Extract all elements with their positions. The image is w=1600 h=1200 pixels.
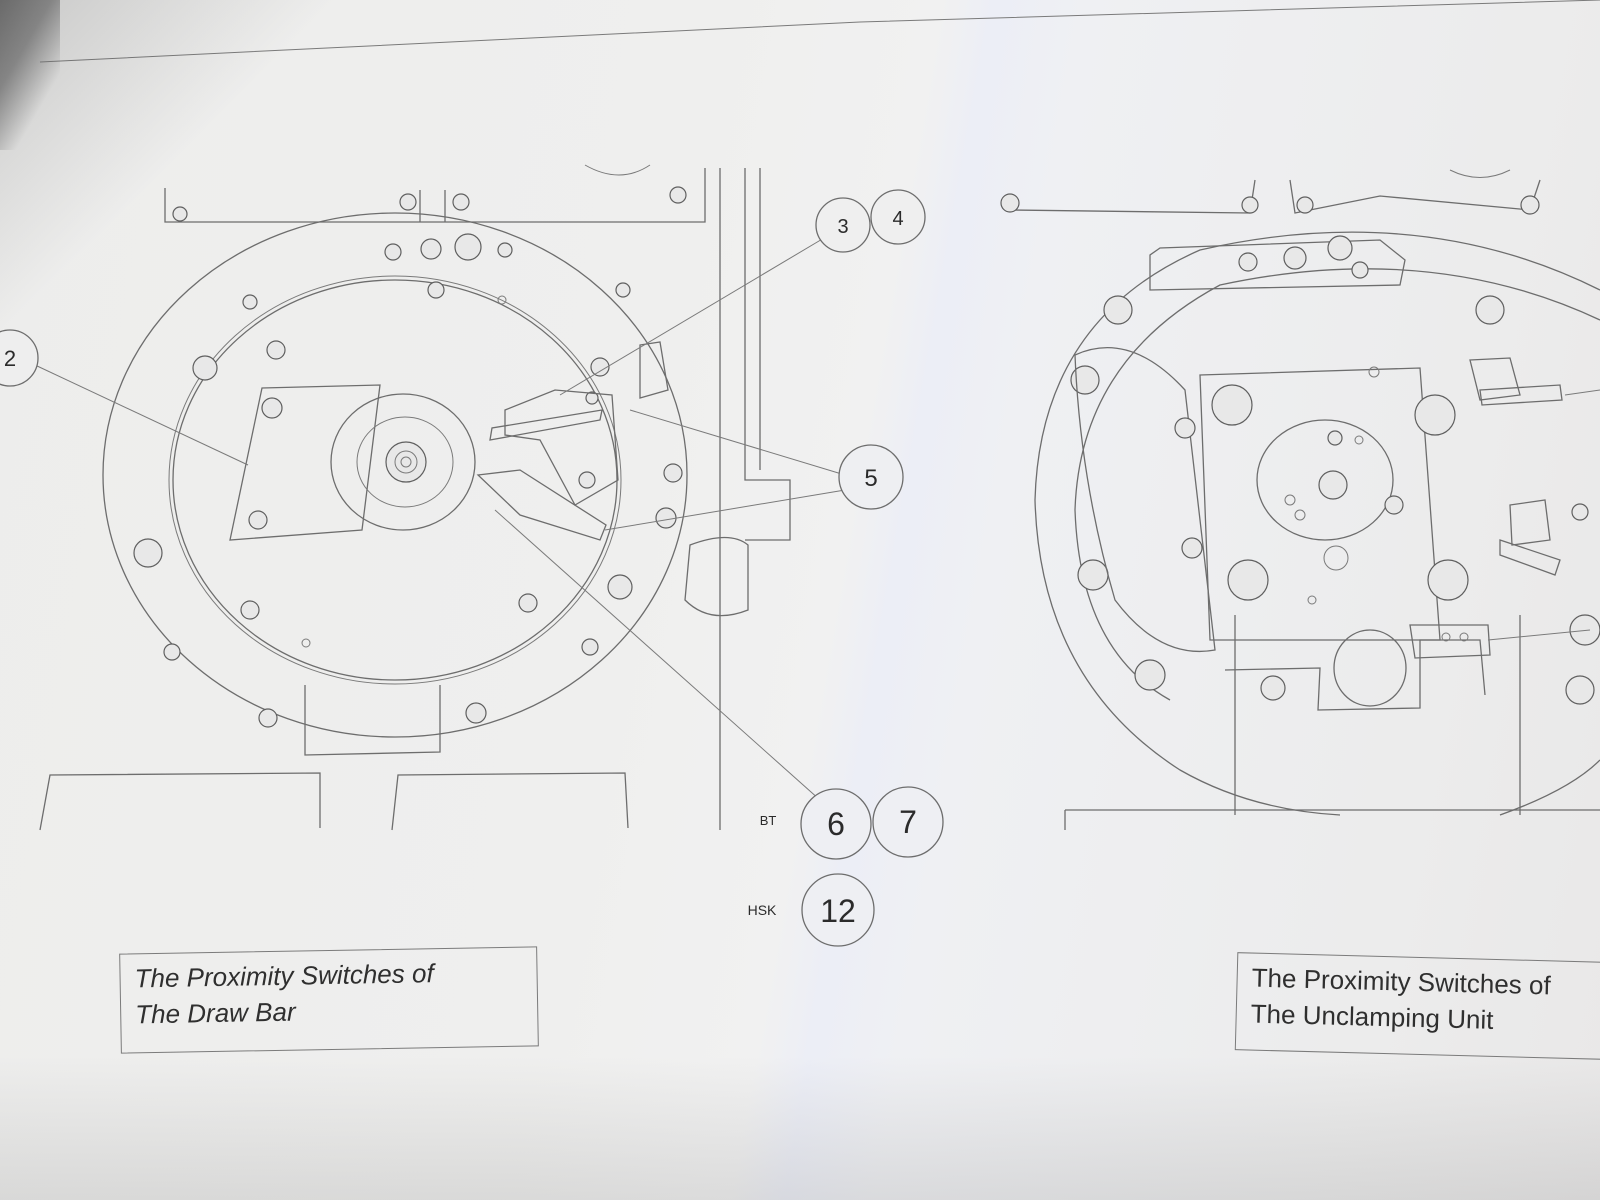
sensor-right-lower xyxy=(1509,499,1551,546)
plate-bolt xyxy=(399,193,417,211)
lower-block-right xyxy=(391,772,629,831)
hub-nut xyxy=(385,441,427,483)
caption-unclamping-unit: The Proximity Switches of The Unclamping… xyxy=(1234,952,1600,1060)
plate-bolt xyxy=(172,206,188,222)
leader-3 xyxy=(559,237,825,396)
switch-cap xyxy=(639,341,669,399)
lower-bore xyxy=(1333,629,1407,707)
callout-circle-7 xyxy=(872,786,944,858)
callout-circle-5 xyxy=(838,444,904,510)
outer-ring xyxy=(102,212,688,738)
callout-5: 5 xyxy=(864,465,877,492)
left-drawing-draw-bar xyxy=(39,164,791,831)
label-hsk: HSK xyxy=(748,902,777,918)
leader-5a xyxy=(629,409,846,476)
top-bracket xyxy=(1149,239,1406,291)
column xyxy=(719,168,791,830)
side-plate xyxy=(229,384,381,541)
callout-4: 4 xyxy=(892,208,903,230)
lower-step xyxy=(1224,639,1486,711)
sensor-bracket-upper xyxy=(504,389,619,506)
right-drawing-unclamping-unit xyxy=(1000,169,1600,830)
label-bt: BT xyxy=(760,813,777,828)
callout-12: 12 xyxy=(820,893,856,929)
proximity-switch-right xyxy=(1409,624,1491,659)
plate-bolt xyxy=(452,193,470,211)
leader-2 xyxy=(34,364,249,466)
leader-lines xyxy=(34,237,846,801)
inner-disc xyxy=(172,279,618,681)
hub-middle xyxy=(356,416,454,508)
sensor-right-upper xyxy=(1469,357,1521,401)
caption-left-line2: The Draw Bar xyxy=(134,996,296,1030)
lower-housing xyxy=(304,685,441,756)
callout-circle-3 xyxy=(815,197,871,253)
top-plate-right xyxy=(1009,179,1541,214)
leader-6 xyxy=(494,509,821,801)
leader-right-lower xyxy=(1487,629,1591,641)
proximity-switch-upper xyxy=(489,409,603,441)
callout-2: 2 xyxy=(4,346,16,371)
top-arc xyxy=(584,164,651,176)
callout-circle-6 xyxy=(800,788,872,860)
column-bracket xyxy=(684,536,749,617)
leader-5b xyxy=(604,489,846,531)
callout-circle-2 xyxy=(0,329,39,387)
lower-column xyxy=(1234,615,1521,815)
callouts: 2 3 4 5 BT 6 7 HSK 12 xyxy=(0,189,944,947)
lower-block-left xyxy=(39,772,321,831)
plate-bolt xyxy=(669,186,687,204)
hub-right xyxy=(1256,419,1394,541)
inner-ring-right xyxy=(1074,268,1600,701)
caption-draw-bar: The Proximity Switches of The Draw Bar xyxy=(119,946,539,1054)
left-jaw xyxy=(1074,347,1216,653)
hub-outer xyxy=(330,393,476,531)
callout-circle-12 xyxy=(801,873,875,947)
callout-7: 7 xyxy=(899,804,917,840)
callout-circle-4 xyxy=(870,189,926,245)
callout-3: 3 xyxy=(837,216,848,238)
inner-disc-edge xyxy=(168,275,622,685)
sheet-border-line xyxy=(39,0,1600,63)
top-plate-split xyxy=(419,190,446,222)
base-right xyxy=(1064,809,1600,830)
callout-6: 6 xyxy=(827,806,845,842)
top-plate xyxy=(164,168,706,223)
proximity-switch-lower xyxy=(476,469,607,541)
